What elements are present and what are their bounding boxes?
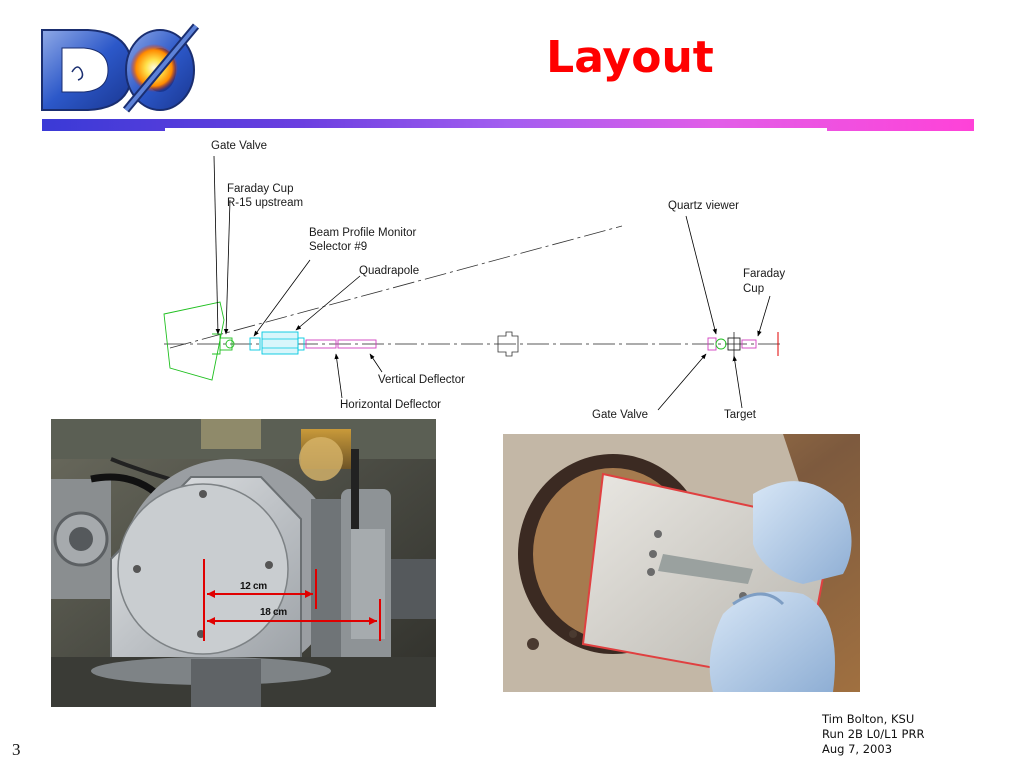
label-beam-profile-monitor-sub: Selector #9 [309,241,368,253]
label-vertical-deflector: Vertical Deflector [378,374,465,386]
cross-fitting [497,331,519,357]
label-faraday-cup-right-sub: Cup [743,283,765,295]
label-faraday-cup-right: Faraday [743,268,786,280]
label-gate-valve-top: Gate Valve [211,140,268,152]
footer-date: Aug 7, 2003 [822,742,893,756]
label-gate-valve-bottom: Gate Valve [592,409,649,421]
label-beam-profile-monitor: Beam Profile Monitor [309,227,417,239]
footer-author: Tim Bolton, KSU [822,712,915,726]
label-horizontal-deflector: Horizontal Deflector [340,399,441,411]
upstream-chamber [163,301,225,381]
label-target: Target [724,409,756,421]
d0-logo [36,20,204,116]
chamber-photo: 12 cm 18 cm [51,419,436,707]
beamline-layout-diagram: Gate Valve Faraday Cup R-15 upstream Bea… [150,136,810,426]
beam-profile-monitor [249,337,261,351]
gate-valve-upstream [219,337,233,351]
dimension-label-18cm: 18 cm [260,607,287,618]
label-faraday-cup-upstream: Faraday Cup [227,183,294,195]
beamline-drawing [163,155,780,411]
title-bar-underline [165,128,827,132]
label-quartz-viewer: Quartz viewer [668,200,739,212]
quadrapole [261,331,299,355]
slide-title: Layout [546,32,714,83]
horizontal-deflector [305,339,337,349]
target-photo [503,434,860,692]
diagonal-beam-line [169,225,623,349]
dimension-label-12cm: 12 cm [240,581,267,592]
vertical-deflector [337,339,377,349]
footer-info: Tim Bolton, KSU Run 2B L0/L1 PRR Aug 7, … [822,712,924,757]
label-faraday-cup-upstream-sub: R-15 upstream [227,197,304,209]
footer-event: Run 2B L0/L1 PRR [822,727,925,741]
faraday-cup-downstream [741,339,757,349]
label-quadrapole: Quadrapole [359,265,420,277]
page-number: 3 [12,740,21,759]
